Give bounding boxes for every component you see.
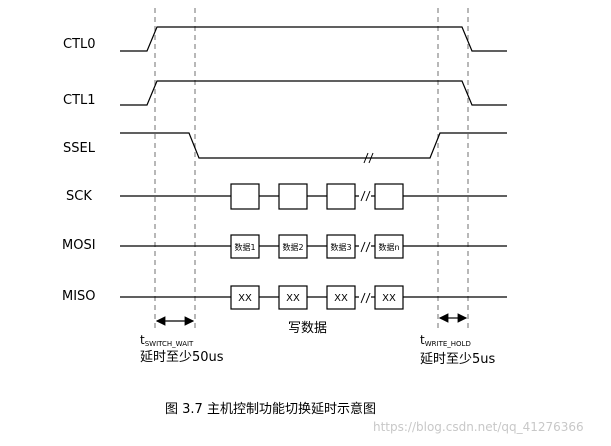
miso-data-label: XX [238,293,252,304]
ssel-break-mark [363,152,374,164]
miso-data-box [374,285,404,310]
mosi-data-box [374,234,404,259]
ctl1-waveform [120,80,507,106]
ctl0-waveform [120,26,507,52]
write-data-label: 写数据 [288,321,327,336]
sck-break-mark [359,188,371,204]
mosi-data-box [230,234,260,259]
miso-break-mark [359,290,371,306]
signal-label-miso: MISO [62,289,96,304]
sck-pulse [230,183,260,210]
miso-data-box [278,285,308,310]
switch-wait-label: tSWITCH_WAIT [140,333,194,348]
sck-pulse [326,183,356,210]
sck-pulse [374,183,404,210]
figure-caption: 图 3.7 主机控制功能切换延时示意图 [165,401,376,417]
ssel-waveform [120,132,507,159]
miso-data-label: XX [334,293,348,304]
mosi-data-box [278,234,308,259]
watermark-text: https://blog.csdn.net/qq_41276366 [373,420,584,434]
sck-pulse [278,183,308,210]
write-hold-note: 延时至少5us [420,352,496,367]
mosi-data-label: 数据2 [282,242,303,252]
signal-label-sck: SCK [66,189,92,204]
signal-label-mosi: MOSI [62,238,96,253]
miso-data-box [230,285,260,310]
mosi-break-mark [359,239,371,255]
switch-wait-note: 延时至少50us [140,350,224,365]
miso-data-box [326,285,356,310]
miso-data-label: XX [286,293,300,304]
mosi-data-box [326,234,356,259]
mosi-data-label: 数据n [378,242,399,252]
write-hold-label: tWRITE_HOLD [420,333,471,348]
signal-label-ctl1: CTL1 [63,93,96,108]
mosi-data-label: 数据3 [330,242,351,252]
miso-data-label: XX [382,293,396,304]
signal-label-ssel: SSEL [63,141,96,156]
mosi-data-label: 数据1 [234,242,255,252]
signal-label-ctl0: CTL0 [63,37,96,52]
